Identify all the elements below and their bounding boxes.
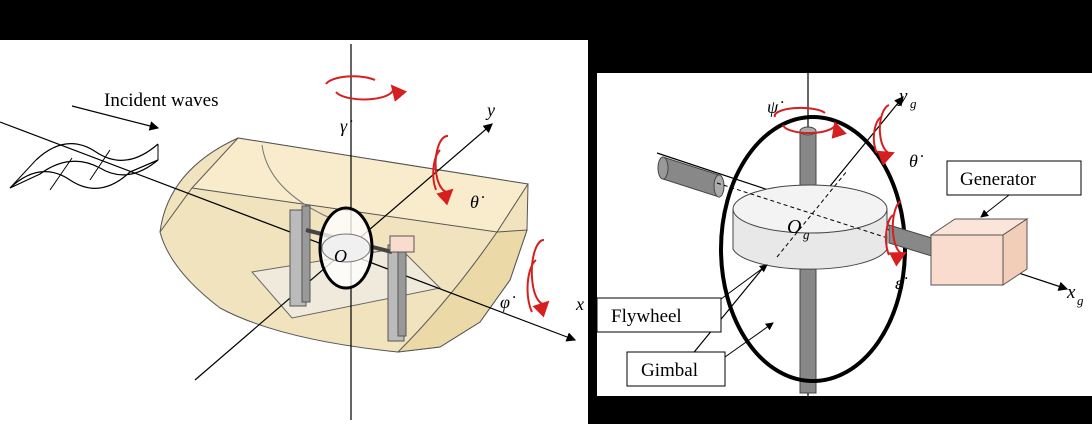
xg-axis-subscript: g	[1077, 293, 1084, 308]
yaw-rotation-arrow	[325, 75, 408, 102]
flywheel	[732, 184, 888, 270]
origin-label: O	[787, 216, 801, 238]
hull-gyroscope	[289, 205, 415, 342]
generator	[929, 218, 1029, 286]
gyroscope-diagram-panel: x g y g Generator O g Flywheel Gimbal	[597, 73, 1092, 396]
generator-label-box	[946, 160, 1082, 196]
theta-rate-label: θ̇	[909, 151, 924, 171]
theta-rotation-arrow	[872, 104, 895, 166]
yg-axis-subscript: g	[910, 96, 917, 111]
pitch-rotation-arrow	[432, 134, 454, 206]
generator-pointer	[980, 194, 1010, 218]
psi-rate-label: ψ̇	[767, 97, 784, 117]
incident-waves	[9, 143, 159, 191]
right-shaft	[888, 224, 936, 258]
psi-rotation-arrow	[773, 106, 847, 139]
origin-subscript: g	[803, 227, 810, 242]
x-axis	[0, 121, 577, 342]
yg-axis-label: y	[897, 86, 908, 107]
flywheel-label: Flywheel	[611, 306, 682, 327]
eps-rate-label: ε̇	[895, 273, 908, 293]
roll-rate-label: φ̇	[500, 292, 516, 312]
gimbal-ring	[719, 115, 907, 383]
hull-diagram-panel: Incident waves x y O γ̇ θ̇ φ̇	[0, 40, 588, 424]
incident-waves-label: Incident waves	[104, 90, 218, 111]
flywheel-pointer	[720, 264, 768, 300]
gimbal-label-box	[626, 351, 726, 387]
generator-label: Generator	[960, 169, 1037, 190]
gimbal-pointer	[724, 322, 774, 358]
gyroscope-diagram: x g y g Generator O g Flywheel Gimbal	[597, 73, 1084, 396]
wave-direction-arrow	[71, 105, 160, 131]
x-axis-label: x	[575, 294, 584, 314]
eps-rotation-arrow	[885, 200, 907, 267]
xg-axis-label: x	[1066, 282, 1076, 303]
flywheel-label-box	[597, 297, 722, 333]
origin-label: O	[334, 246, 347, 266]
hull-diagram: Incident waves x y O γ̇ θ̇ φ̇	[0, 44, 584, 420]
gimbal-label: Gimbal	[641, 360, 698, 381]
y-axis-label: y	[485, 100, 495, 120]
left-shaft	[657, 156, 725, 198]
roll-rotation-arrow	[526, 238, 550, 318]
